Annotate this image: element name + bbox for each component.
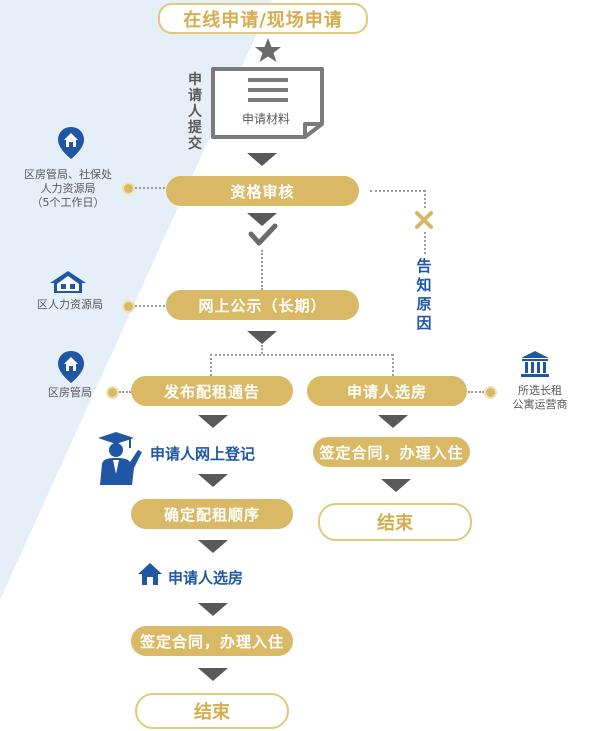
house-pin-icon	[58, 351, 84, 383]
flow-arrow	[381, 479, 411, 492]
document-label: 申请材料	[241, 112, 290, 126]
step-right-select: 申请人选房	[307, 376, 467, 406]
star-icon	[255, 38, 281, 62]
home-icon	[138, 563, 162, 585]
step-public-notice: 网上公示（长期）	[166, 290, 359, 320]
split-connector	[210, 354, 212, 376]
split-connector	[210, 354, 393, 356]
step-issue-notice: 发布配租通告	[131, 376, 293, 406]
connector-line	[119, 391, 131, 393]
left-end: 结束	[135, 693, 289, 729]
notice-dept-label: 区人力资源局	[37, 298, 103, 311]
flow-arrow	[198, 474, 228, 487]
left-select-label: 申请人选房	[168, 569, 244, 587]
right-end: 结束	[318, 503, 472, 541]
step-right-contract: 签定合同，办理入住	[313, 437, 470, 467]
online-register-label: 申请人网上登记	[150, 445, 256, 463]
bank-icon	[521, 351, 549, 377]
flow-arrow	[247, 213, 277, 226]
connector-dot	[106, 386, 119, 399]
flow-arrow	[198, 668, 228, 681]
connector-line	[468, 391, 484, 393]
review-dept-label: 区房管局、社保处 人力资源局 （5个工作日）	[24, 168, 112, 209]
check-icon	[248, 223, 278, 246]
graduate-icon	[98, 432, 142, 485]
split-connector	[261, 345, 263, 354]
header-title: 在线申请/现场申请	[158, 3, 368, 34]
flow-arrow	[198, 415, 228, 428]
connector-line	[135, 305, 165, 307]
cross-icon	[415, 211, 433, 229]
step-confirm-order: 确定配租顺序	[131, 499, 293, 529]
connector-dot	[122, 182, 135, 195]
connector-dot	[122, 300, 135, 313]
reject-reason-label: 告 知 原 因	[416, 257, 432, 332]
operator-label: 所选长租 公寓运营商	[512, 384, 568, 411]
step-left-contract: 签定合同，办理入住	[131, 626, 293, 656]
connector-line	[135, 187, 165, 189]
flow-arrow	[378, 415, 408, 428]
flow-arrow	[198, 540, 228, 553]
connector-line	[261, 250, 263, 290]
step-qualification-review: 资格审核	[166, 176, 359, 206]
document-icon	[211, 67, 324, 139]
submitter-vertical-label: 申 请 人 提 交	[188, 72, 202, 152]
reject-connector	[370, 190, 425, 192]
flow-arrow	[247, 331, 277, 344]
flow-arrow	[198, 603, 228, 616]
reject-connector	[424, 190, 426, 208]
connector-dot	[484, 386, 497, 399]
flow-arrow	[247, 153, 277, 166]
house-pin-icon	[58, 127, 84, 159]
reject-connector	[424, 232, 426, 254]
house-group-icon	[50, 271, 86, 293]
issue-dept-label: 区房管局	[48, 386, 92, 399]
split-connector	[392, 354, 394, 376]
